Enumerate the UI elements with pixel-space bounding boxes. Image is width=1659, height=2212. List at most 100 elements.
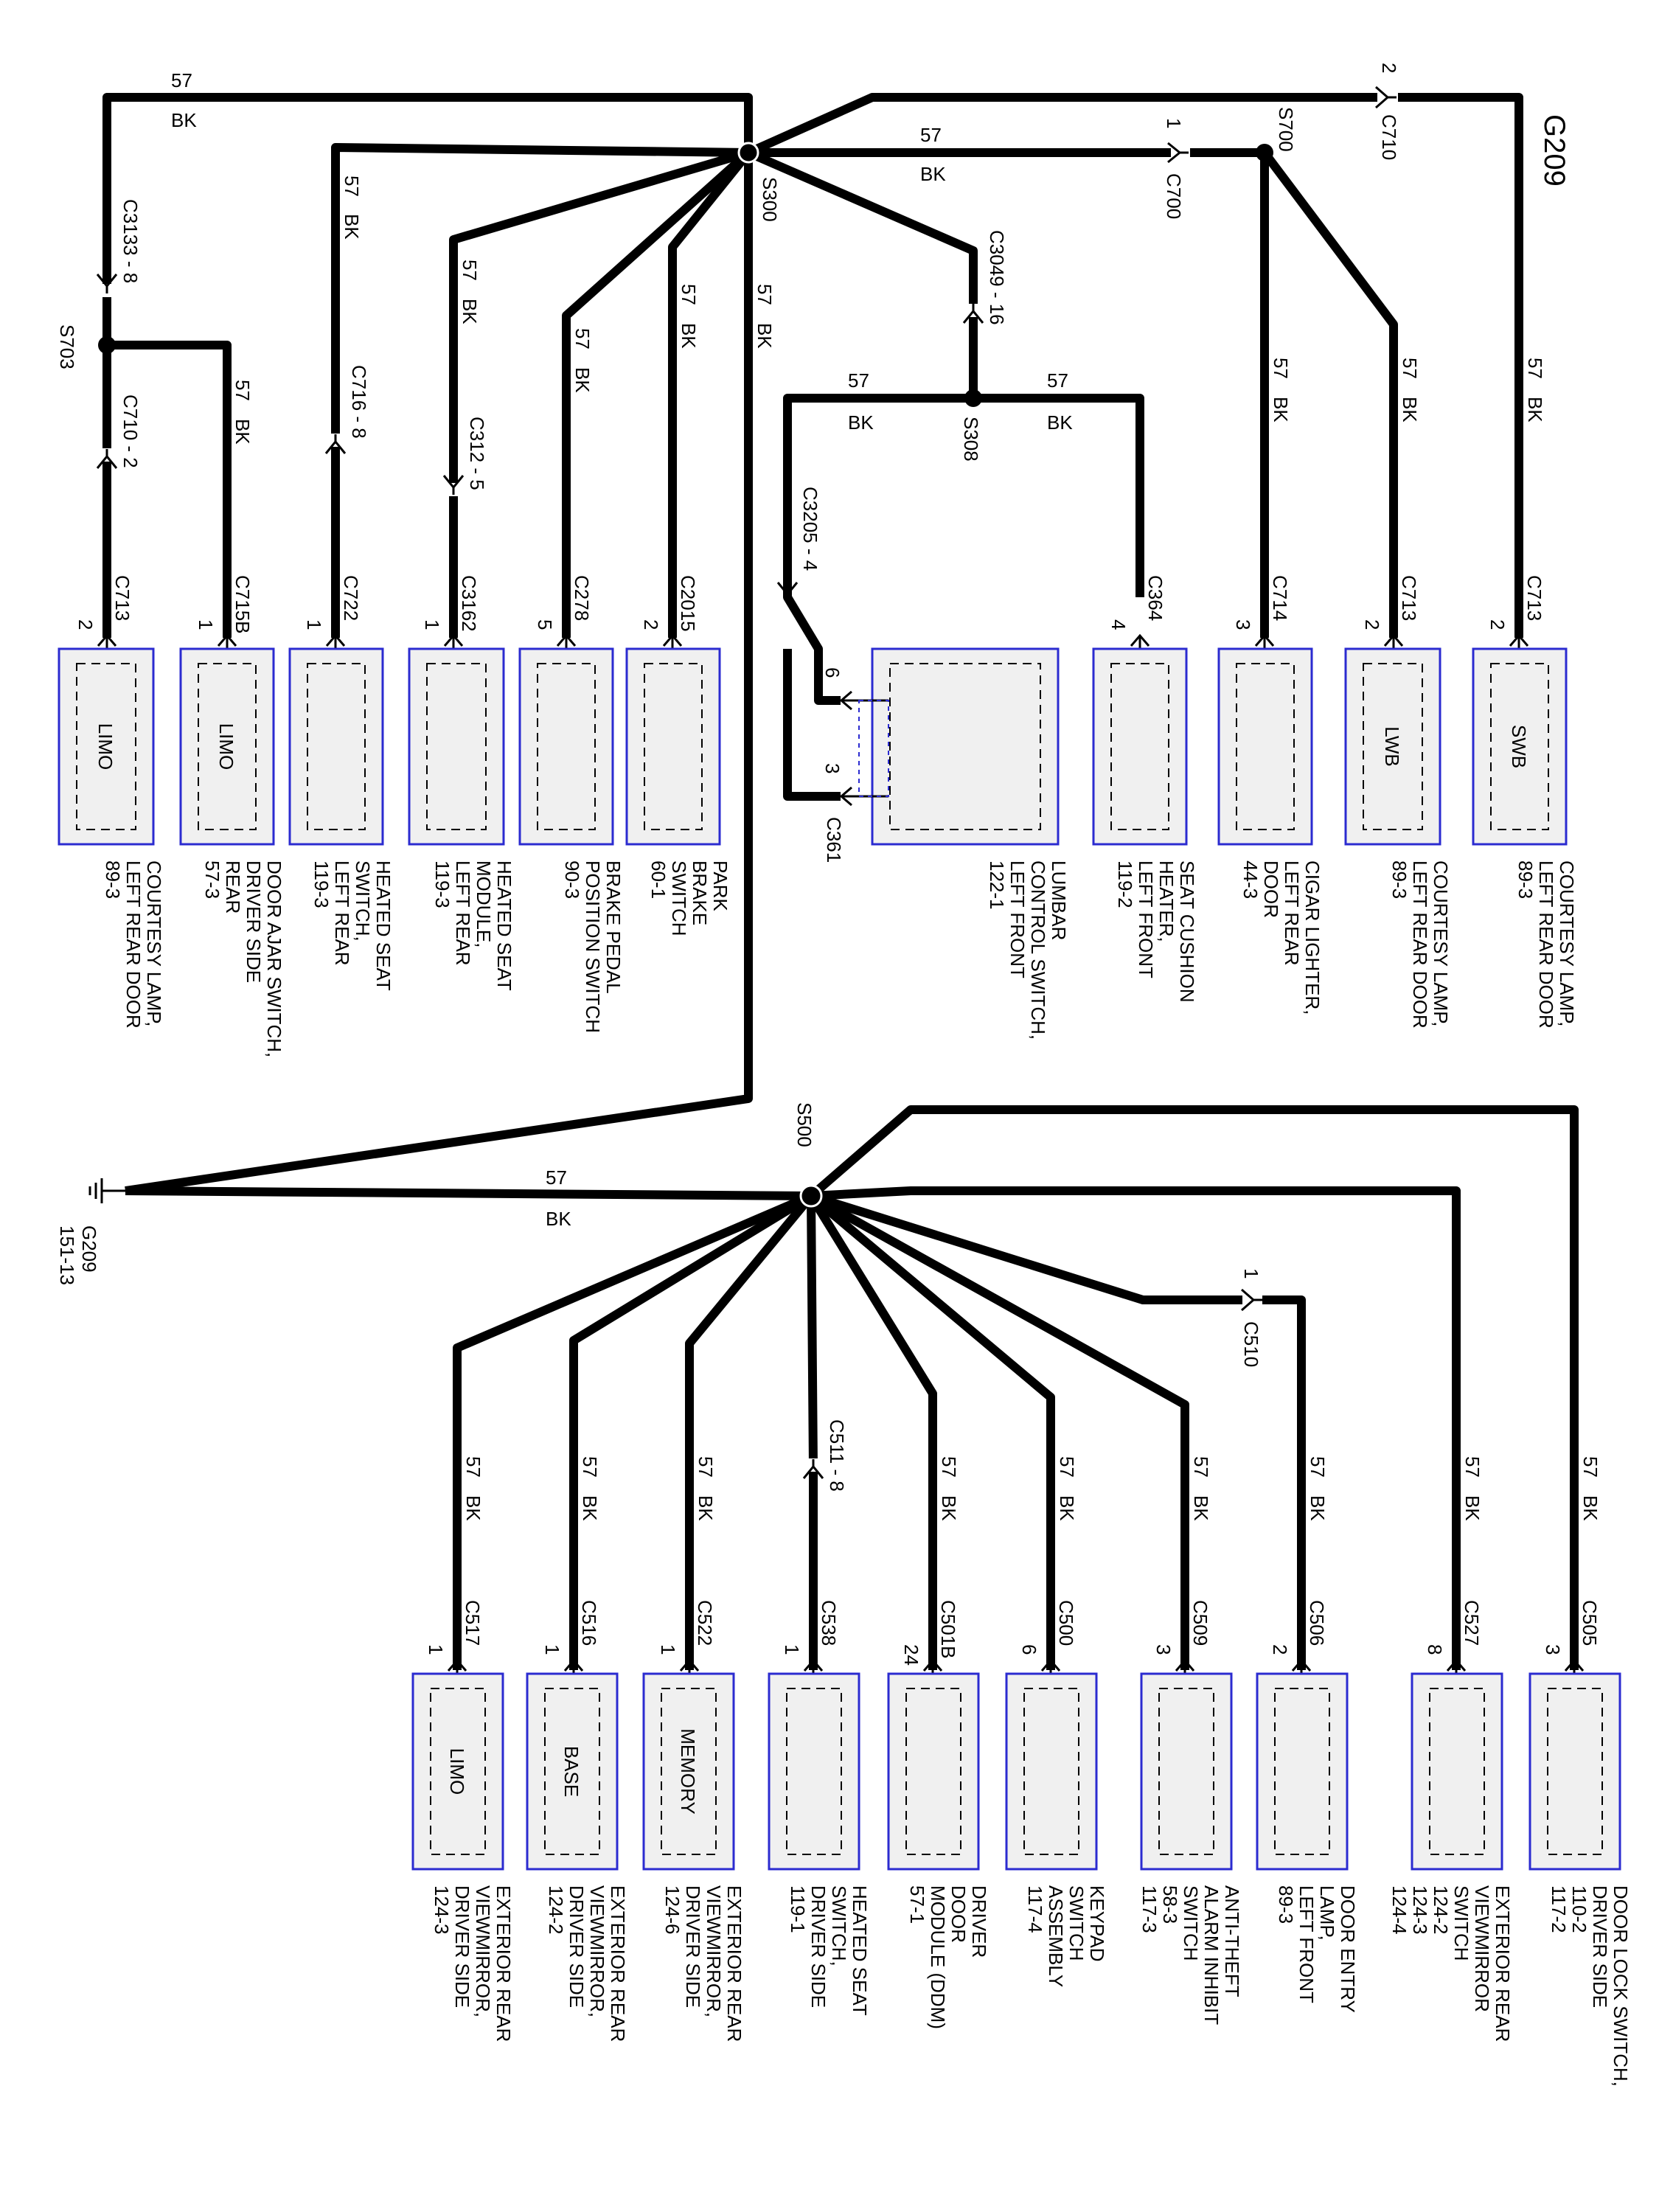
splice-s703-label: S703 — [56, 324, 78, 369]
component-description-line: 117-4 — [1024, 1885, 1046, 1933]
component-description-line: VIEWMIRROR, — [703, 1885, 725, 2017]
wire-label-bk: BK — [848, 411, 874, 434]
wire-s308-lumbar — [783, 394, 973, 705]
component-description-line: ANTI-THEFT — [1221, 1885, 1243, 1997]
component-description-line: 44-3 — [1239, 860, 1262, 899]
wire-s500-keypad — [808, 1192, 1055, 1670]
component-box — [179, 647, 275, 846]
wire-label-57: 57 — [1579, 1456, 1601, 1478]
component-description-line: VIEWMIRROR — [1471, 1885, 1493, 2012]
conn-c511: C511 - 8 — [826, 1419, 848, 1492]
component-connector-label: C517 — [462, 1600, 484, 1646]
component-box — [625, 647, 721, 846]
wire-label-bk: BK — [1190, 1495, 1212, 1521]
component-description-line: 124-4 — [1388, 1885, 1411, 1935]
component-variant-label: LWB — [1381, 726, 1403, 766]
component-pin-number: 2 — [640, 619, 662, 630]
component-description-line: LEFT REAR — [452, 860, 474, 966]
wire-s500-ddm — [807, 1193, 937, 1670]
component-box — [768, 1672, 860, 1871]
component-description-line: 89-3 — [1388, 860, 1411, 899]
wire-label-bk: BK — [1524, 397, 1546, 422]
wire-label-bk: BK — [1461, 1495, 1484, 1521]
ground-ref: 151-13 — [56, 1225, 78, 1285]
component-description-line: DRIVER SIDE — [243, 860, 265, 983]
splice-points — [98, 142, 1273, 1208]
component-pin-number: 1 — [657, 1644, 679, 1655]
component-description-line: 119-2 — [1114, 860, 1136, 908]
component-pin-number: 1 — [541, 1644, 563, 1655]
conn-c312: C312 - 5 — [466, 417, 488, 490]
wire-label-57: 57 — [546, 1166, 567, 1189]
component-variant-label: LIMO — [94, 723, 116, 771]
wire-s500-mirror-memory — [685, 1193, 815, 1670]
component-description-line: HEATED SEAT — [849, 1885, 871, 2016]
wire-label-57: 57 — [462, 1456, 484, 1478]
component-description-line: ALARM INHIBIT — [1200, 1885, 1222, 2025]
component-pin-number: 24 — [900, 1644, 922, 1666]
component-description-line: POSITION SWITCH — [582, 860, 604, 1033]
splice-s700 — [1256, 144, 1273, 161]
component-connector-label: C278 — [571, 575, 593, 621]
component-box — [1528, 1672, 1621, 1871]
wire-s300-heated-seat-switch — [331, 143, 749, 638]
component-description-line: 89-3 — [1514, 860, 1537, 899]
splice-s703 — [98, 336, 116, 354]
component-description-line: LEFT FRONT — [1135, 860, 1157, 978]
ground-title: G209 — [1538, 114, 1571, 187]
component-connector-label: C3162 — [458, 575, 480, 632]
component-box — [1217, 647, 1313, 846]
component-connector-label: C722 — [340, 575, 362, 621]
component-description-line: 110-2 — [1568, 1885, 1590, 1933]
component-description-line: BRAKE PEDAL — [602, 860, 625, 994]
conn-c710: C710 — [1378, 114, 1400, 160]
component-pin-number: 6 — [1018, 1644, 1040, 1655]
component-description-line: LEFT FRONT — [1006, 860, 1029, 978]
component-pin-number: 1 — [425, 1644, 447, 1655]
wire-s300-park-brake — [668, 150, 752, 638]
component-pin-number: 1 — [421, 619, 443, 630]
component-description-line: ASSEMBLY — [1045, 1885, 1067, 1987]
component-description-line: HEATED SEAT — [493, 860, 515, 991]
component-description-line: 57-1 — [906, 1885, 928, 1924]
wires-bottom — [125, 1105, 1579, 1670]
wire-label-bk: BK — [678, 323, 700, 349]
component-variant-label: LIMO — [446, 1748, 468, 1795]
wire-label-57: 57 — [1461, 1456, 1484, 1478]
component-inner-box — [786, 1688, 842, 1855]
wire-label-bk: BK — [920, 163, 946, 185]
component-pin-number: 1 — [195, 619, 217, 630]
component-inner-box — [644, 663, 703, 830]
component-box — [887, 1672, 980, 1871]
wire-c510-door-entry — [1261, 1295, 1306, 1670]
wire-label-57: 57 — [678, 284, 700, 305]
component-inner-box — [76, 663, 136, 830]
conn-c361: C361 — [823, 817, 845, 863]
wire-label-bk: BK — [232, 419, 254, 445]
component-inner-box — [661, 1688, 717, 1855]
component-description-line: DRIVER SIDE — [1589, 1885, 1611, 2008]
component-pin-number: 3 — [1542, 1644, 1564, 1655]
wire-label-bk: BK — [695, 1495, 717, 1521]
wire-label-bk: BK — [1579, 1495, 1601, 1521]
component-pin-number: 8 — [1424, 1644, 1446, 1655]
component-description-line: CONTROL SWITCH, — [1027, 860, 1049, 1040]
conn-c710-2: C710 - 2 — [119, 394, 142, 468]
wire-label-bk: BK — [579, 1495, 601, 1521]
wire-s703-door-ajar — [107, 341, 232, 638]
component-inner-box — [198, 663, 257, 830]
conn-c3049: C3049 - 16 — [986, 230, 1008, 325]
component-pin-number: 1 — [303, 619, 325, 630]
component-connector-label: C506 — [1306, 1600, 1328, 1646]
component-description-line: HEATER, — [1155, 860, 1178, 942]
component-inner-box — [1274, 1688, 1330, 1855]
conn-c510: C510 — [1240, 1321, 1262, 1367]
component-inner-box — [426, 663, 487, 830]
